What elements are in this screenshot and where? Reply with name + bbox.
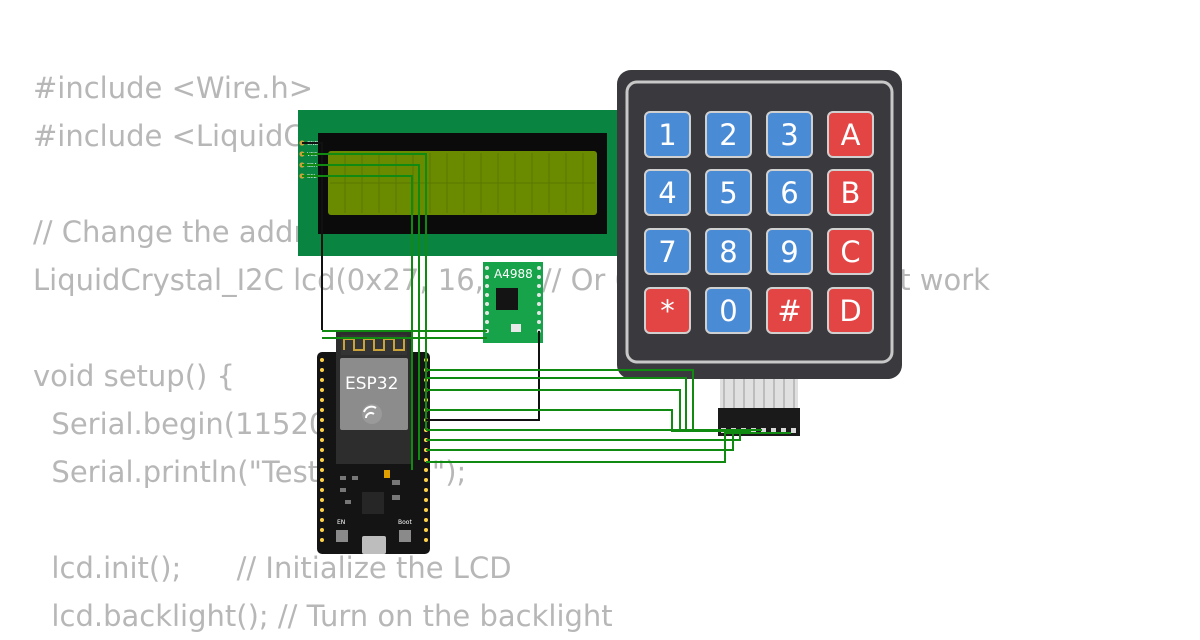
key-label: 9 (780, 235, 798, 269)
key-cap[interactable] (766, 169, 813, 216)
key-label: A (841, 118, 861, 152)
lcd-char-grid (330, 153, 595, 213)
key-A[interactable]: A (827, 111, 874, 158)
key-C[interactable]: C (827, 228, 874, 275)
esp32-devkit[interactable]: ESP32 (317, 330, 430, 554)
key-5[interactable]: 5 (705, 169, 752, 216)
key-cap[interactable] (827, 169, 874, 216)
boot-button[interactable] (399, 530, 411, 542)
key-B[interactable]: B (827, 169, 874, 216)
key-label: D (839, 294, 861, 328)
wire-keypad-8 (426, 432, 791, 463)
wires (302, 142, 791, 470)
en-button[interactable] (336, 530, 348, 542)
key-label: 3 (780, 118, 798, 152)
key-6[interactable]: 6 (766, 169, 813, 216)
keypad-ribbon-connector (718, 378, 800, 436)
key-label: 4 (658, 176, 676, 210)
key-cap[interactable] (705, 111, 752, 158)
key-label: 0 (719, 294, 737, 328)
wire-keypad-1 (426, 369, 721, 432)
key-label: C (840, 235, 860, 269)
key-#[interactable]: # (766, 287, 813, 334)
key-*[interactable]: * (644, 287, 691, 334)
key-cap[interactable] (705, 287, 752, 334)
key-9[interactable]: 9 (766, 228, 813, 275)
driver-potentiometer (511, 324, 521, 332)
driver-chip (496, 288, 518, 310)
key-2[interactable]: 2 (705, 111, 752, 158)
espressif-logo (362, 404, 382, 424)
key-cap[interactable] (766, 287, 813, 334)
key-label: 1 (658, 118, 676, 152)
key-7[interactable]: 7 (644, 228, 691, 275)
power-led (384, 470, 390, 478)
usb-uart-chip (362, 492, 384, 514)
key-3[interactable]: 3 (766, 111, 813, 158)
esp32-module-lower (336, 436, 412, 464)
key-label: 2 (719, 118, 737, 152)
key-0[interactable]: 0 (705, 287, 752, 334)
key-1[interactable]: 1 (644, 111, 691, 158)
wire-keypad-2 (426, 377, 731, 432)
key-label: 8 (719, 235, 737, 269)
wire-driver-gnd (426, 331, 540, 421)
key-label: 5 (719, 176, 737, 210)
membrane-keypad: 1 2 3 A 4 5 6 B 7 8 9 C * 0 # D (617, 70, 902, 379)
lcd-display[interactable]: GND VCC SDA SCL (298, 110, 622, 256)
key-label: # (777, 294, 801, 328)
micro-usb-port[interactable] (362, 536, 386, 554)
key-cap[interactable] (766, 228, 813, 275)
boot-label: Boot (398, 519, 412, 526)
en-label: EN (337, 519, 345, 526)
key-cap[interactable] (827, 287, 874, 334)
key-cap[interactable] (644, 287, 691, 334)
key-cap[interactable] (644, 169, 691, 216)
key-cap[interactable] (827, 111, 874, 158)
keypad-frame (625, 80, 894, 364)
a4988-driver[interactable]: A4988 (483, 262, 543, 343)
key-cap[interactable] (766, 111, 813, 158)
key-label: 6 (780, 176, 798, 210)
key-label: * (660, 294, 675, 328)
key-cap[interactable] (644, 228, 691, 275)
key-4[interactable]: 4 (644, 169, 691, 216)
ribbon-cable (720, 378, 798, 408)
key-cap[interactable] (705, 228, 752, 275)
key-cap[interactable] (827, 228, 874, 275)
wire-keypad-5 (426, 429, 762, 431)
driver-label: A4988 (494, 267, 533, 281)
key-D[interactable]: D (827, 287, 874, 334)
wire-lcd-scl (302, 175, 413, 470)
key-label: B (841, 176, 861, 210)
key-cap[interactable] (705, 169, 752, 216)
esp32-antenna-trace (343, 338, 405, 351)
key-label: 7 (658, 235, 676, 269)
esp32-label: ESP32 (345, 374, 398, 394)
wire-lcd-sda (302, 164, 420, 460)
esp32-shield (340, 358, 408, 430)
key-8[interactable]: 8 (705, 228, 752, 275)
key-cap[interactable] (644, 111, 691, 158)
wire-lcd-gnd (302, 142, 323, 330)
